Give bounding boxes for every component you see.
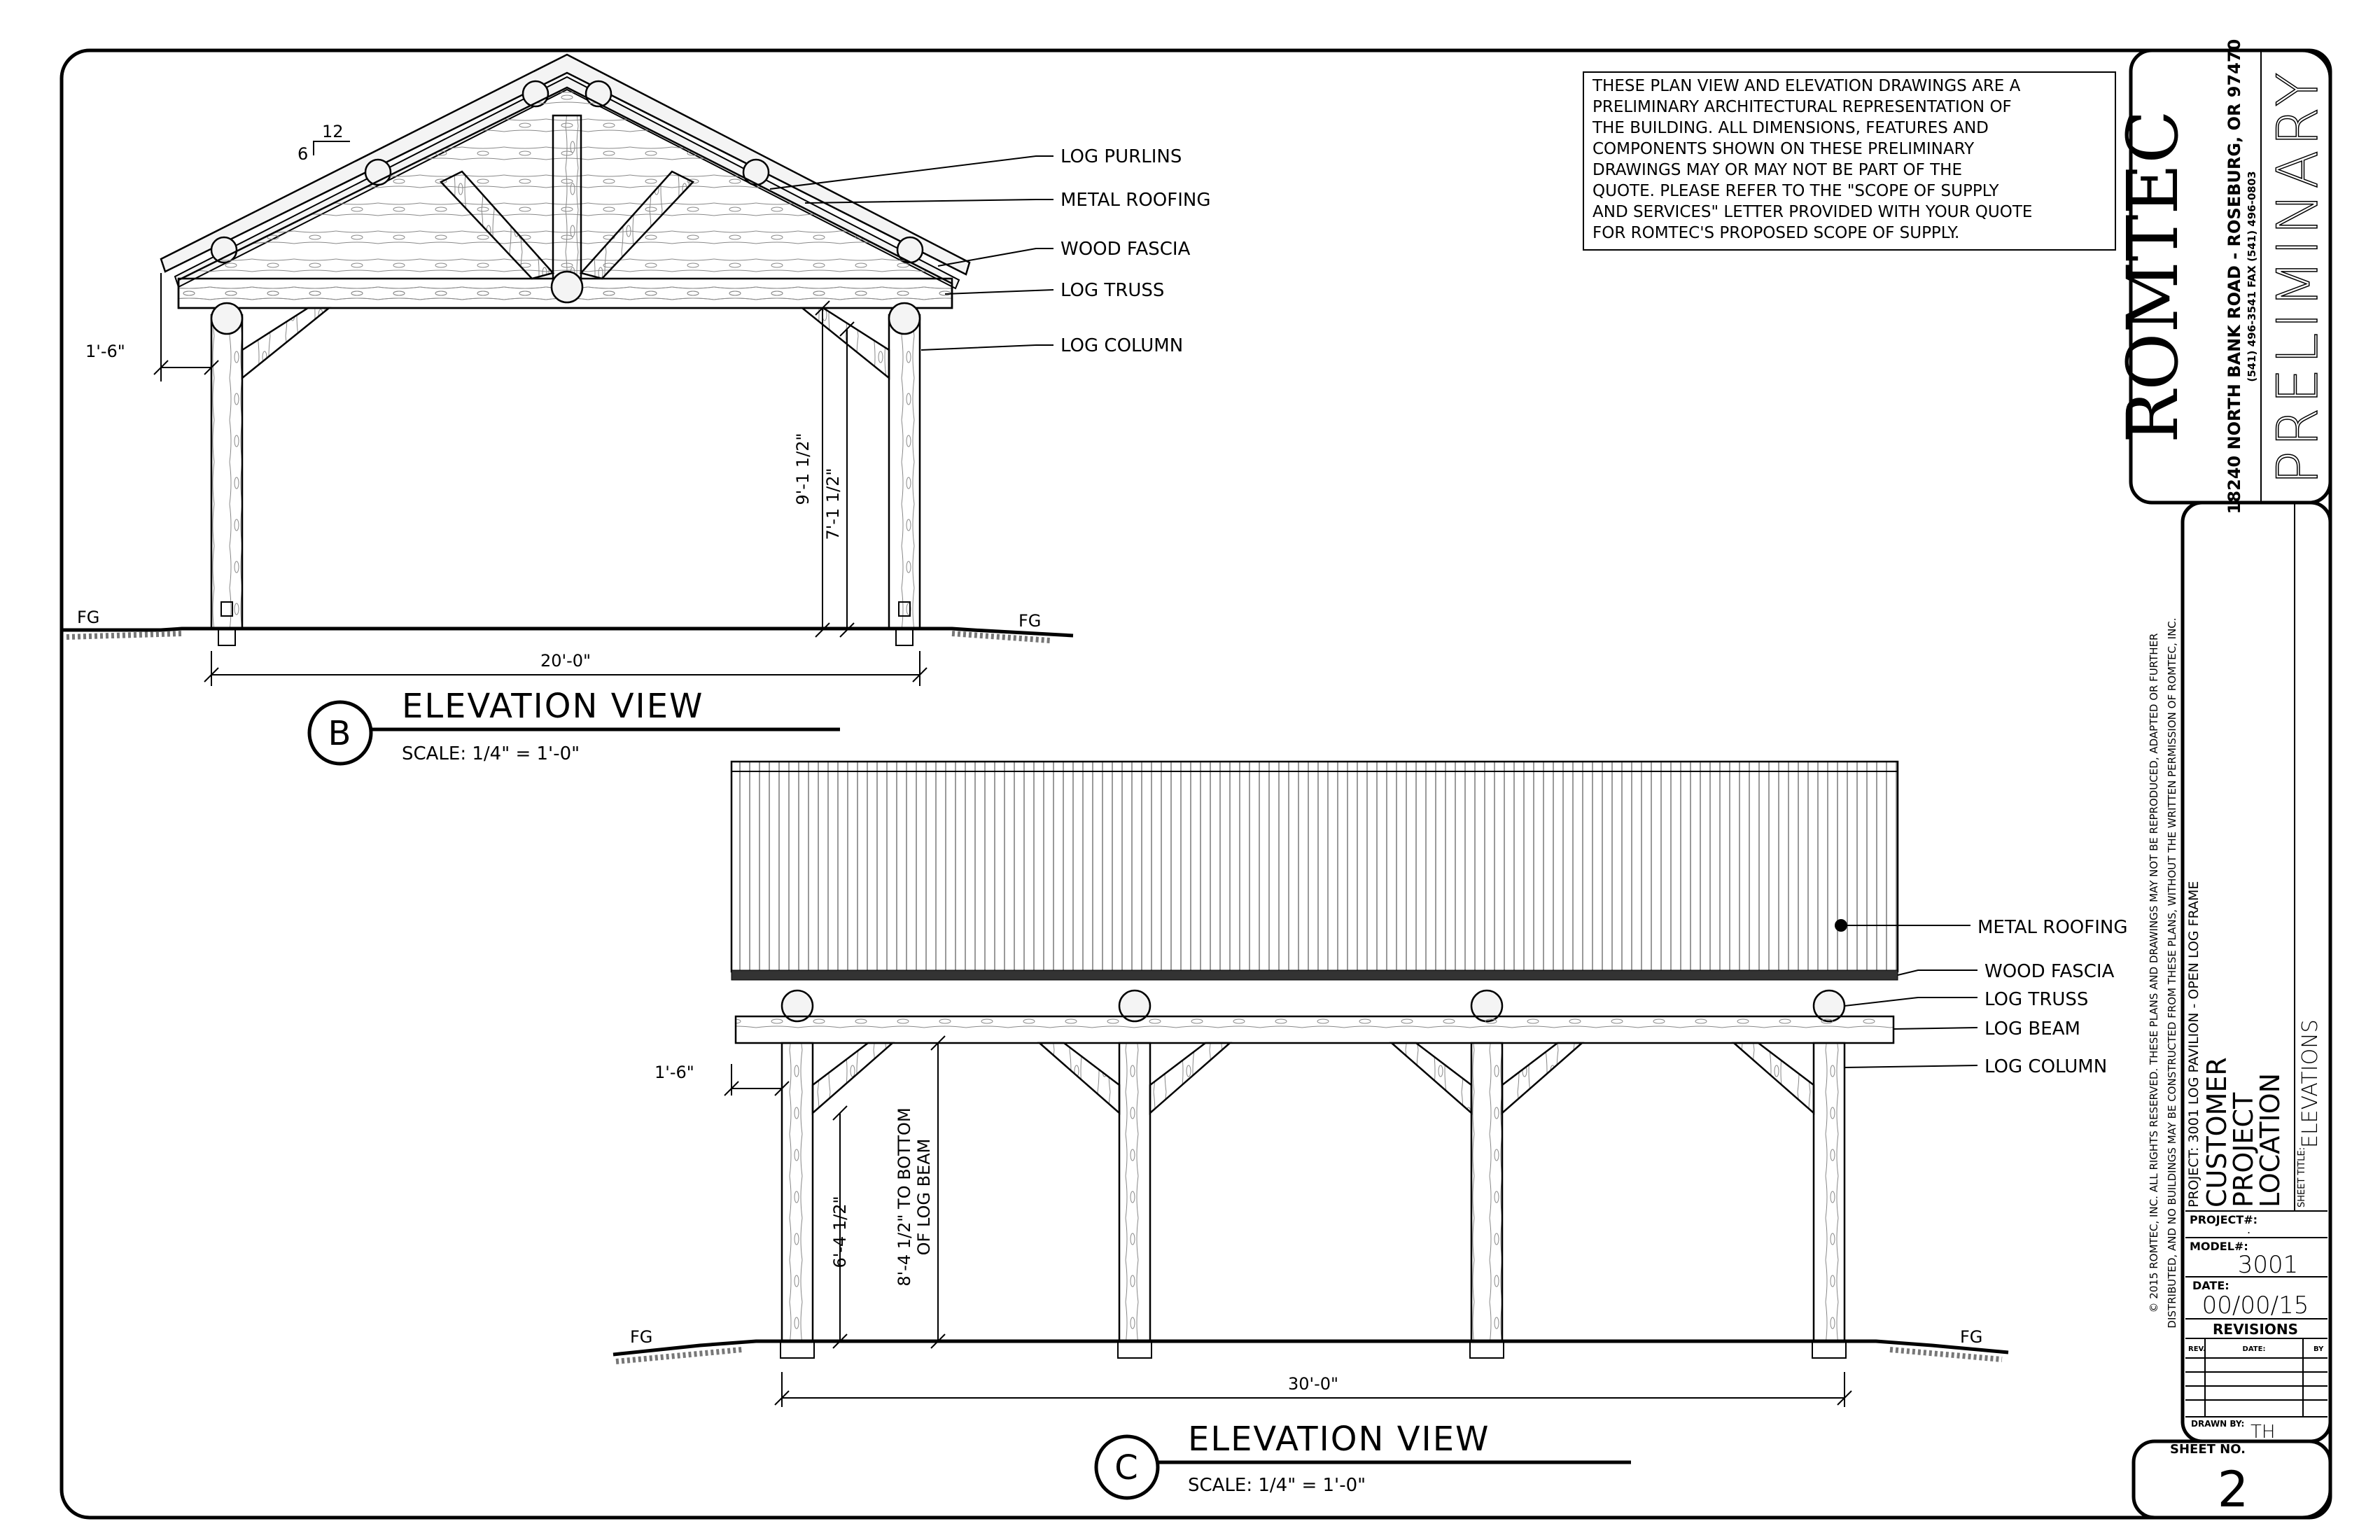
log-truss-ends-c	[780, 989, 1846, 1023]
label-wood-fascia-c: WOOD FASCIA	[1984, 961, 2115, 982]
log-truss-b	[177, 86, 953, 309]
dim-height-total-b: 9'-1 1/2"	[793, 433, 813, 505]
copyright-line-1: © 2015 ROMTEC, INC. ALL RIGHTS RESERVED.…	[2148, 634, 2160, 1313]
label-log-column-c: LOG COLUMN	[1984, 1056, 2107, 1077]
pitch-run: 12	[322, 122, 344, 141]
note-line: COMPONENTS SHOWN ON THESE PRELIMINARY	[1592, 140, 1975, 158]
note-line: THE BUILDING. ALL DIMENSIONS, FEATURES A…	[1592, 119, 1989, 137]
sheet-no-label: SHEET NO.	[2170, 1442, 2246, 1457]
note-line: DRAWINGS MAY OR MAY NOT BE PART OF THE	[1592, 161, 1962, 179]
rev-col-date: DATE:	[2243, 1345, 2266, 1353]
note-line: AND SERVICES" LETTER PROVIDED WITH YOUR …	[1592, 203, 2032, 221]
sheet-title: ELEVATIONS	[2298, 1019, 2323, 1148]
sheet-no-value: 2	[2218, 1461, 2249, 1518]
pitch-rise: 6	[298, 144, 308, 164]
note-line: QUOTE. PLEASE REFER TO THE "SCOPE OF SUP…	[1592, 182, 1999, 200]
label-metal-roofing-c: METAL ROOFING	[1977, 917, 2127, 938]
model-value: 3001	[2238, 1251, 2299, 1279]
label-log-beam-c: LOG BEAM	[1984, 1018, 2080, 1040]
view-marker-b-letter: B	[328, 714, 353, 753]
leaders-b	[769, 155, 1054, 351]
revisions-label: REVISIONS	[2213, 1321, 2298, 1338]
metal-roofing-b	[160, 53, 971, 276]
notes-box: THESE PLAN VIEW AND ELEVATION DRAWINGS A…	[1583, 71, 2116, 251]
view-title-b: ELEVATION VIEW	[402, 687, 704, 726]
label-log-purlins-b: LOG PURLINS	[1060, 146, 1182, 167]
ground-line-b	[62, 626, 1074, 638]
label-metal-roofing-b: METAL ROOFING	[1060, 190, 1210, 211]
log-columns-c	[780, 1042, 1847, 1359]
dim-width-b: 20'-0"	[540, 651, 591, 671]
view-marker-c-letter: C	[1114, 1448, 1140, 1488]
romtec-logo: ROMTEC	[2112, 110, 2194, 443]
dim-height-beam-c-2: OF LOG BEAM	[914, 1139, 934, 1256]
fg-label-right-c: FG	[1960, 1327, 1982, 1347]
title-block: ROMTEC 18240 NORTH BANK ROAD - ROSEBURG,…	[2112, 39, 2332, 1520]
model-label: MODEL#:	[2190, 1240, 2248, 1253]
fg-label-left-c: FG	[630, 1327, 652, 1347]
preliminary-stamp: PRELIMINARY	[2265, 68, 2330, 484]
date-label: DATE:	[2192, 1279, 2230, 1292]
company-phones: (541) 496-3541 FAX (541) 496-0803	[2246, 171, 2258, 382]
knee-braces-c	[811, 1042, 1815, 1115]
wood-fascia-c	[731, 969, 1898, 981]
note-line: FOR ROMTEC'S PROPOSED SCOPE OF SUPPLY.	[1592, 224, 1959, 242]
elevation-view-b: FG FG 6 12 1'-6" 9'-1 1/2" 7'-1 1/2" 20'…	[62, 53, 1210, 766]
dim-height-clear-b: 7'-1 1/2"	[823, 468, 843, 540]
elevation-view-c: FG FG 1'-6" 6'-4 1/2" 8'-4 1/2" TO BOTTO…	[612, 760, 2127, 1500]
project-location: LOCATION	[2255, 1073, 2286, 1208]
dim-overhang-c: 1'-6"	[654, 1063, 694, 1082]
project-no-value: .	[2247, 1223, 2250, 1236]
rev-col-rev: REV.	[2188, 1345, 2206, 1353]
fg-label-left-b: FG	[77, 608, 99, 627]
sheet-title-label: SHEET TITLE:	[2297, 1147, 2307, 1208]
customer-name: CUSTOMER	[2202, 1057, 2232, 1208]
project-line: PROJECT: 3001 LOG PAVILION - OPEN LOG FR…	[2186, 881, 2202, 1208]
view-title-c: ELEVATION VIEW	[1188, 1420, 1490, 1459]
drawn-by-value: TH	[2250, 1422, 2275, 1443]
company-address: 18240 NORTH BANK ROAD - ROSEBURG, OR 974…	[2225, 39, 2244, 514]
fg-label-right-b: FG	[1018, 611, 1041, 631]
copyright-line-2: DISTRIBUTED, AND NO BUILDINGS MAY BE CON…	[2166, 617, 2178, 1328]
log-columns-b	[210, 302, 921, 646]
note-line: THESE PLAN VIEW AND ELEVATION DRAWINGS A…	[1592, 77, 2021, 95]
label-log-truss-c: LOG TRUSS	[1984, 989, 2088, 1010]
drawn-by-label: DRAWN BY:	[2191, 1419, 2244, 1429]
label-wood-fascia-b: WOOD FASCIA	[1060, 239, 1191, 260]
dim-height-beam-c-1: 8'-4 1/2" TO BOTTOM	[895, 1107, 914, 1286]
dim-length-c: 30'-0"	[1288, 1374, 1338, 1394]
label-log-column-b: LOG COLUMN	[1060, 335, 1183, 356]
date-value: 00/00/15	[2202, 1292, 2309, 1320]
project-no-label: PROJECT#:	[2190, 1213, 2258, 1226]
view-marker-c	[1094, 1434, 1160, 1500]
log-beam-c	[734, 1015, 1895, 1044]
svg-text:ROMTEC: ROMTEC	[2112, 110, 2194, 443]
project-name: PROJECT	[2228, 1092, 2259, 1208]
note-line: PRELIMINARY ARCHITECTURAL REPRESENTATION…	[1592, 98, 2012, 116]
dim-height-brace-c: 6'-4 1/2"	[830, 1196, 850, 1268]
rev-col-by: BY	[2314, 1345, 2324, 1353]
view-scale-c: SCALE: 1/4" = 1'-0"	[1188, 1475, 1366, 1496]
leaders-c	[1841, 925, 1978, 1068]
metal-roofing-c	[730, 760, 1899, 973]
view-scale-b: SCALE: 1/4" = 1'-0"	[402, 743, 580, 764]
label-log-truss-b: LOG TRUSS	[1060, 280, 1164, 301]
view-marker-b	[307, 700, 373, 766]
dim-overhang-b: 1'-6"	[85, 342, 125, 361]
ground-line-c	[612, 1339, 2009, 1357]
